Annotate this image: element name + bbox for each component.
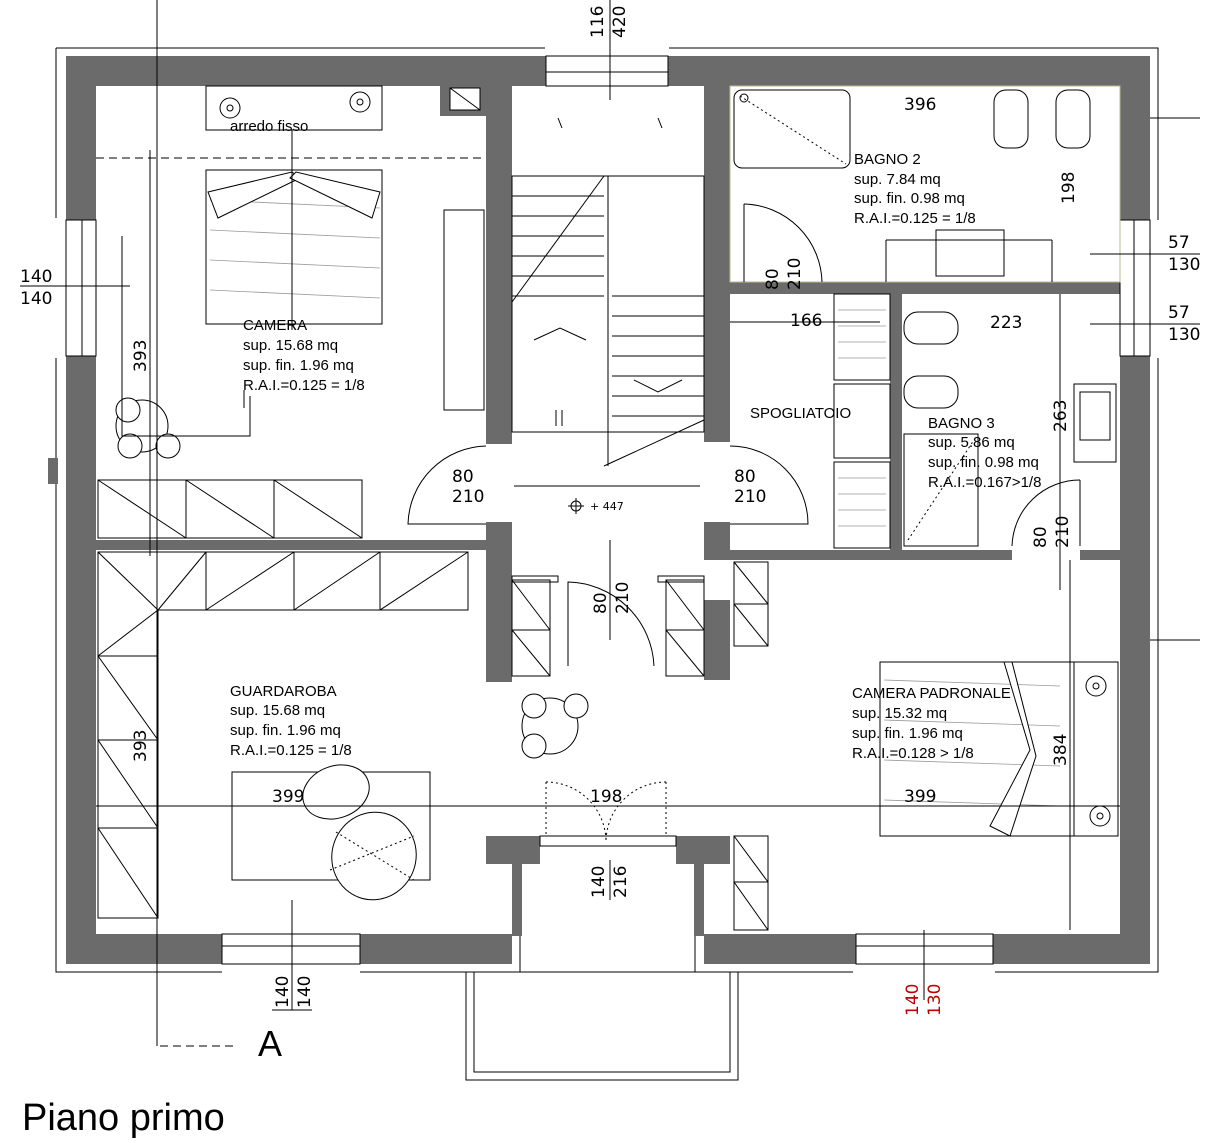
walls — [55, 47, 1159, 973]
guardaroba-rai: R.A.I.=0.125 = 1/8 — [230, 742, 352, 759]
door-guardaroba-h: 210 — [613, 582, 633, 614]
right-window-1-h: 130 — [1168, 255, 1200, 275]
bagno3-rai: R.A.I.=0.167>1/8 — [928, 474, 1041, 491]
door-spogliatoio-w: 80 — [734, 467, 756, 487]
corridor-elevation: + 447 — [590, 500, 624, 513]
camera-note: arredo fisso — [230, 118, 308, 135]
camera-padronale-name: CAMERA PADRONALE — [852, 685, 1011, 702]
spogliatoio-bagno3-furniture — [833, 293, 1117, 549]
staircase — [511, 117, 705, 467]
door-bagno3-w: 80 — [1031, 526, 1051, 548]
bagno3-name: BAGNO 3 — [928, 415, 995, 432]
door-guardaroba-w: 80 — [591, 592, 611, 614]
bagno2-dim-v: 198 — [1059, 172, 1079, 204]
section-marker: A — [258, 1023, 282, 1064]
right-window-1-w: 57 — [1168, 233, 1190, 253]
top-window-w: 116 — [588, 6, 608, 38]
guardaroba-name: GUARDAROBA — [230, 683, 337, 700]
bagno2-sup-fin: sup. fin. 0.98 mq — [854, 190, 965, 207]
guardaroba-sup-fin: sup. fin. 1.96 mq — [230, 722, 341, 739]
camera-name: CAMERA — [243, 317, 307, 334]
camera-sup: sup. 15.68 mq — [243, 337, 338, 354]
camera-dim-v: 393 — [131, 340, 151, 372]
camera-padronale-furniture — [729, 445, 1119, 931]
bagno2-sup: sup. 7.84 mq — [854, 171, 941, 188]
left-window-h: 140 — [20, 289, 52, 309]
camera-padronale-dim-v: 384 — [1051, 734, 1071, 766]
camera-padronale-rai: R.A.I.=0.128 > 1/8 — [852, 745, 974, 762]
bottom-left-window-w: 140 — [273, 976, 293, 1008]
spogliatoio-name: SPOGLIATOIO — [750, 405, 851, 422]
bottom-right-window-h: 130 — [925, 984, 945, 1016]
bottom-left-window-h: 140 — [295, 976, 315, 1008]
door-spogliatoio-h: 210 — [734, 487, 766, 507]
guardaroba-dim-h: 399 — [272, 787, 304, 807]
spogliatoio-dim-h: 166 — [790, 311, 822, 331]
camera-padronale-dim-h: 399 — [904, 787, 936, 807]
plan-title: Piano primo — [22, 1097, 225, 1139]
reference-lines — [20, 0, 1200, 1047]
bagno2-name: BAGNO 2 — [854, 151, 921, 168]
bagno3-sup: sup. 5.86 mq — [928, 434, 1015, 451]
bottom-right-window-w: 140 — [903, 984, 923, 1016]
bagno3-sup-fin: sup. fin. 0.98 mq — [928, 454, 1039, 471]
guardaroba-sup: sup. 15.68 mq — [230, 702, 325, 719]
corridor-furniture — [511, 575, 705, 843]
bagno3-dim-h: 223 — [990, 313, 1022, 333]
bottom-door-w: 140 — [589, 866, 609, 898]
door-camera-h: 210 — [452, 487, 484, 507]
bagno2-rai: R.A.I.=0.125 = 1/8 — [854, 210, 976, 227]
top-window-h: 420 — [610, 6, 630, 38]
door-bagno2-h: 210 — [785, 258, 805, 290]
bagno2-dim-h: 396 — [904, 95, 936, 115]
left-window-w: 140 — [20, 267, 52, 287]
bottom-door-h: 216 — [611, 866, 631, 898]
bagno2-furniture — [729, 85, 1121, 283]
door-bagno2-w: 80 — [763, 268, 783, 290]
bagno3-dim-v: 263 — [1051, 400, 1071, 432]
camera-sup-fin: sup. fin. 1.96 mq — [243, 357, 354, 374]
door-camera-w: 80 — [452, 467, 474, 487]
camera-furniture — [96, 85, 486, 539]
camera-padronale-sup-fin: sup. fin. 1.96 mq — [852, 725, 963, 742]
guardaroba-furniture — [97, 551, 469, 919]
corridor-dim-h: 198 — [590, 787, 622, 807]
right-window-2-h: 130 — [1168, 325, 1200, 345]
camera-rai: R.A.I.=0.125 = 1/8 — [243, 377, 365, 394]
guardaroba-dim-v: 393 — [131, 730, 151, 762]
right-window-2-w: 57 — [1168, 303, 1190, 323]
door-bagno3-h: 210 — [1053, 516, 1073, 548]
door-swings — [407, 445, 487, 525]
camera-padronale-sup: sup. 15.32 mq — [852, 705, 947, 722]
